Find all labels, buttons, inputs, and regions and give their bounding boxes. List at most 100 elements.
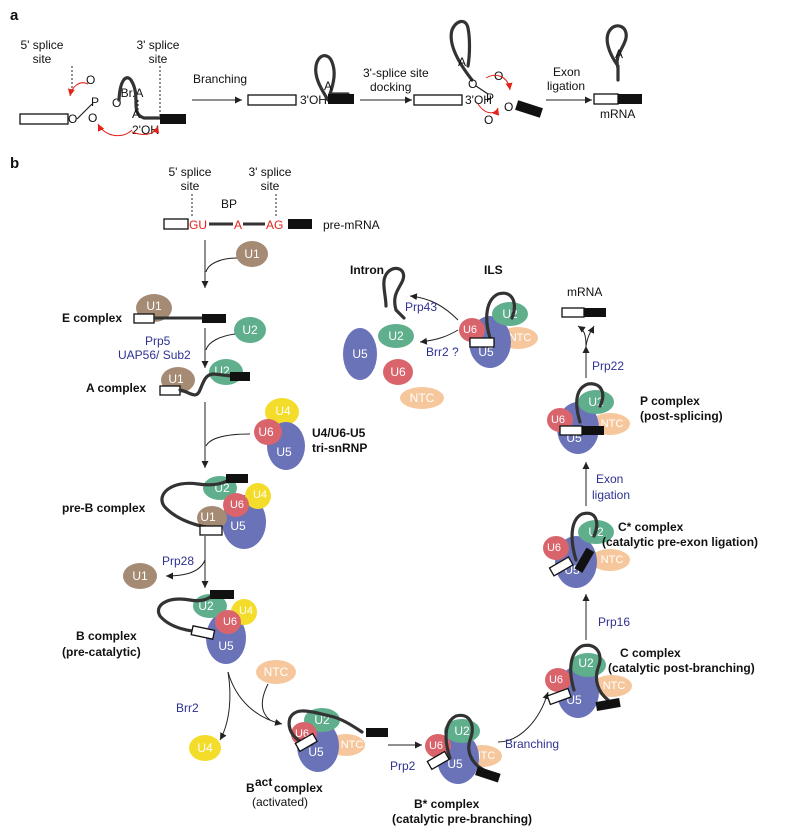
pm-exon2 [288,219,312,229]
b-u4-label: U4 [239,605,253,617]
tri-u4 [265,398,299,426]
prp16-label: Prp16 [598,615,630,629]
tri-join-curve [205,433,251,447]
panel-a-products: A mRNA [593,24,642,121]
branch-a-label: Br.A [121,86,144,100]
tri-label-l2: tri-snRNP [312,441,367,455]
docked-p: P [486,91,494,105]
brr2q-label: Brr2 ? [426,345,459,359]
released-u2 [378,324,414,348]
preb-exon2 [226,474,248,483]
ils-u5-label: U5 [478,345,494,359]
preb-exon1 [199,525,223,536]
bstar-exon2 [475,766,501,783]
prp22-label: Prp22 [592,359,624,373]
ntc-free-label: NTC [264,665,289,679]
b-complex: U5 U4 U2 U6 [156,590,257,664]
prp43-label: Prp43 [405,300,437,314]
bstar-u2-label: U2 [454,724,470,738]
tri-u6-label: U6 [258,425,274,439]
preb-u4-label: U4 [253,489,267,501]
b-exon2 [210,590,234,599]
cstar-label-l1: C* complex [618,520,684,534]
docked-o: O [468,77,477,91]
docked-red-arrow-2 [485,74,513,91]
ils-u6-label: U6 [463,324,477,336]
preb-complex: U5 U4 U2 U6 U1 [160,474,271,549]
bact-ntc-label: NTC [341,739,364,751]
preb-intron [160,476,234,530]
c-exon1 [546,687,572,706]
released-ntc [400,387,444,409]
prp2-label: Prp2 [390,759,416,773]
a-complex-label: A complex [86,381,147,395]
branch-a: A [132,107,140,121]
ntc-join-curve [261,683,271,721]
p-exon1 [559,425,583,436]
preb-u4 [245,483,271,509]
e-exon2 [202,314,226,323]
tri-u4-label: U4 [275,404,291,418]
c-u6 [545,668,571,692]
red-attack-arrow-2 [67,82,89,97]
panel-a-docked: 3'OH A O P O O O [413,19,543,127]
b-exon1 [190,625,216,640]
pm-ag: AG [266,218,283,232]
b-u2-label: U2 [198,599,214,613]
panel-a-label: a [10,7,19,24]
pre-mrna: 5' splice site 3' splice site BP GU A AG… [163,165,380,232]
e-u1-label: U1 [146,299,162,313]
ils-u6 [459,318,485,342]
docked-o-bottom: O [484,113,493,127]
arrow-to-c [497,691,550,743]
cstar-ntc-label: NTC [601,554,624,566]
p-u6-label: U6 [551,414,565,426]
bstar-u5-label: U5 [447,757,463,771]
docked-3oh: 3'OH [465,93,492,107]
uap56-label: UAP56/ Sub2 [118,348,191,362]
tri-u6 [254,419,282,445]
intron-strand [117,76,162,120]
u1-join-curve [205,257,238,273]
bact-u5-label: U5 [308,745,324,759]
panel-a-initial: 5' splice site 3' splice site Br.A O P O… [19,38,186,137]
bact-exon2 [366,728,388,737]
u1-free-label: U1 [244,247,260,261]
step-ligation-l1: Exon [553,65,580,79]
bact-label-sup: act [255,775,272,789]
exon2-box [160,114,186,124]
exon-lig-l2: ligation [592,488,630,502]
u1-released-label: U1 [132,569,148,583]
docked-exon2-box [515,100,543,118]
mrna-exon2 [618,94,642,104]
ils-exon-fragment [469,337,495,348]
p-complex: NTC U5 U2 U6 [547,382,630,454]
bstar-complex: NTC U5 U2 U6 [425,713,502,784]
released-u2-label: U2 [388,329,404,343]
o-p-bond [76,103,93,120]
mrna-exon1 [561,307,585,318]
preb-u1 [197,506,227,530]
docked-exon1-box [413,94,463,106]
o-3side: O [112,96,121,110]
phosphorus: P [91,95,99,109]
pm-five-ss-l1: 5' splice [169,165,212,179]
b-u6-label: U6 [223,616,237,628]
c-intron [569,643,610,702]
pm-bp-label: BP [221,197,237,211]
arrow-to-intron [409,293,459,321]
p-ntc-label: NTC [601,418,624,430]
tri-snrnp: U4 U5 U6 [254,398,305,470]
bact-exon1 [294,732,319,753]
bact-intron [287,709,364,746]
ils-complex: NTC U5 U2 U6 [459,291,538,368]
cstar-complex: NTC U5 U2 U6 [543,511,630,588]
brr2-label: Brr2 [176,701,199,715]
exon1-box [19,113,69,125]
e-complex-label: E complex [62,311,122,325]
pm-label: pre-mRNA [323,218,380,232]
c-u2-label: U2 [578,656,594,670]
preb-u6 [223,493,249,517]
u4-released-label: U4 [197,741,213,755]
released-u6 [383,359,413,385]
